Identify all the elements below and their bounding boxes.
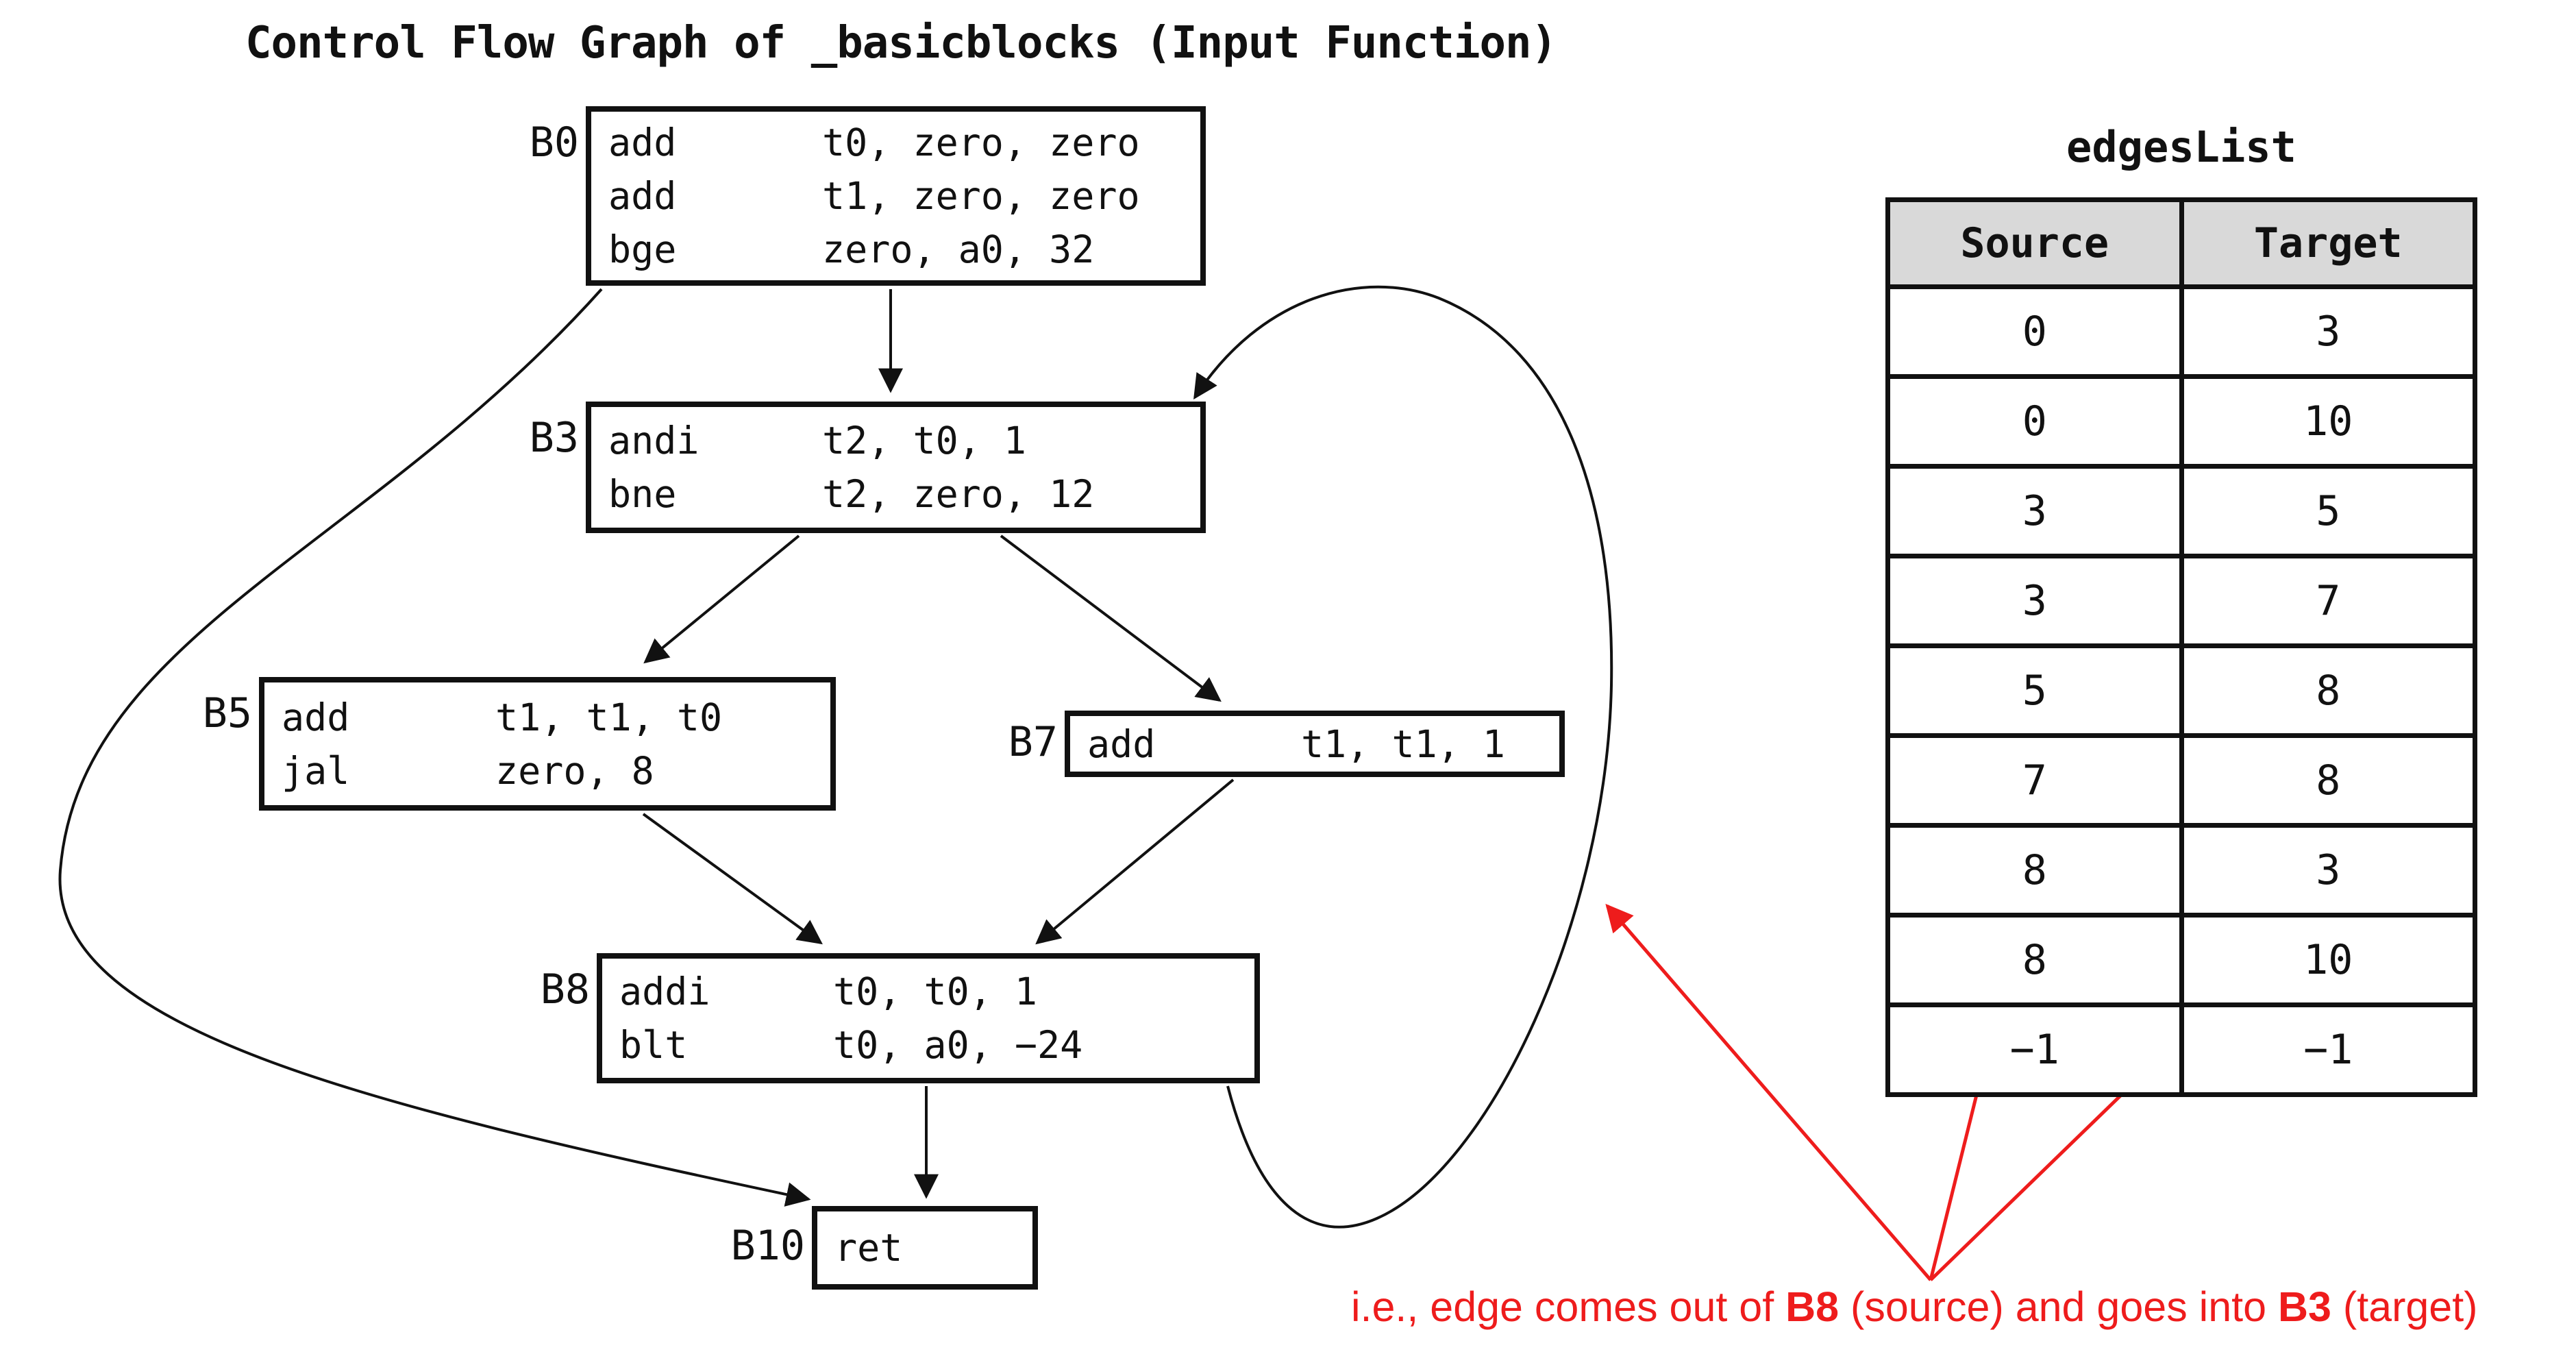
column-header-target: Target xyxy=(2179,197,2477,289)
block-instructions: andi t2, t0, 1 bne t2, zero, 12 xyxy=(608,414,1200,521)
edge-cell: 3 xyxy=(1885,554,2184,648)
instruction-mnemonic: bne xyxy=(608,472,677,516)
instruction-mnemonic: add xyxy=(608,174,677,218)
instruction-mnemonic: addi xyxy=(619,970,710,1013)
edge-cell: 3 xyxy=(2179,284,2477,379)
block-instructions: add t1, t1, 1 xyxy=(1087,717,1559,771)
instruction-mnemonic: add xyxy=(1087,722,1156,766)
edge-cell: 10 xyxy=(2179,374,2477,469)
edge-b3-b7 xyxy=(1000,534,1222,702)
instruction-operands: t1, t1, t0 xyxy=(495,695,723,739)
edge-cell: 8 xyxy=(2179,643,2477,738)
block-label: B10 xyxy=(730,1222,805,1270)
instruction-operands: t2, t0, 1 xyxy=(822,419,1027,463)
edge-b5-b8 xyxy=(642,813,823,945)
edge-cell: 0 xyxy=(1885,374,2184,469)
instruction-operands: t0, t0, 1 xyxy=(833,970,1038,1013)
edge-cell: 8 xyxy=(2179,733,2477,828)
edge-cell: 0 xyxy=(1885,284,2184,379)
instruction-mnemonic: blt xyxy=(619,1023,688,1067)
instruction-line: addi t0, t0, 1 xyxy=(619,965,1254,1018)
annotation-block-ref: B3 xyxy=(2277,1283,2331,1330)
annotation-segment: (source) and goes into xyxy=(1839,1283,2278,1330)
instruction-mnemonic: andi xyxy=(608,419,699,463)
basic-block-b10: B10 ret xyxy=(731,1206,1038,1290)
instruction-mnemonic: ret xyxy=(834,1226,903,1270)
instruction-mnemonic: jal xyxy=(282,748,350,793)
instruction-mnemonic: add xyxy=(608,121,677,164)
edges-table-title: edgesList xyxy=(2066,122,2296,172)
edge-b3-b5 xyxy=(643,534,800,664)
edge-cell: 8 xyxy=(1885,823,2184,918)
instruction-operands: t0, a0, −24 xyxy=(833,1023,1083,1067)
instruction-line: add t0, zero, zero xyxy=(608,116,1200,169)
edge-cell: 3 xyxy=(2179,823,2477,918)
instruction-operands: zero, a0, 32 xyxy=(822,227,1095,271)
basic-block-b8: B8 addi t0, t0, 1 blt t0, a0, −24 xyxy=(541,953,1260,1083)
edge-cell: −1 xyxy=(1885,1002,2184,1097)
block-label: B7 xyxy=(1008,717,1058,766)
instruction-operands: t2, zero, 12 xyxy=(822,472,1095,516)
instruction-line: add t1, t1, t0 xyxy=(282,691,830,744)
instruction-operands: zero, 8 xyxy=(495,748,654,793)
instruction-line: jal zero, 8 xyxy=(282,744,830,798)
edge-cell: 5 xyxy=(1885,643,2184,738)
callout-arrow-loop-edge xyxy=(1605,903,1932,1281)
edge-cell: 8 xyxy=(1885,913,2184,1007)
annotation-segment: (target) xyxy=(2331,1283,2478,1330)
basic-block-b3: B3 andi t2, t0, 1 bne t2, zero, 12 xyxy=(530,402,1206,533)
instruction-line: ret xyxy=(834,1221,1032,1275)
edge-b7-b8 xyxy=(1035,778,1235,945)
edge-row: −1−1 xyxy=(1885,1002,2477,1097)
instruction-line: bge zero, a0, 32 xyxy=(608,223,1200,276)
page-title: Control Flow Graph of _basicblocks (Inpu… xyxy=(245,18,1557,69)
block-instructions: add t1, t1, t0 jal zero, 8 xyxy=(282,691,830,798)
block-label: B5 xyxy=(202,689,252,737)
instruction-mnemonic: bge xyxy=(608,227,677,271)
column-header-source: Source xyxy=(1885,197,2184,289)
annotation-segment: i.e., edge comes out of xyxy=(1351,1283,1786,1330)
block-label: B8 xyxy=(540,965,590,1013)
instruction-line: bne t2, zero, 12 xyxy=(608,467,1200,521)
instruction-operands: t0, zero, zero xyxy=(822,121,1140,164)
instruction-line: add t1, t1, 1 xyxy=(1087,717,1559,771)
edge-cell: 3 xyxy=(1885,464,2184,558)
instruction-line: andi t2, t0, 1 xyxy=(608,414,1200,467)
block-instructions: ret xyxy=(834,1221,1032,1275)
edge-cell: −1 xyxy=(2179,1002,2477,1097)
instruction-line: blt t0, a0, −24 xyxy=(619,1018,1254,1072)
block-instructions: add t0, zero, zero add t1, zero, zero bge zer… xyxy=(608,116,1200,276)
edge-cell: 7 xyxy=(1885,733,2184,828)
edge-cell: 5 xyxy=(2179,464,2477,558)
block-label: B3 xyxy=(529,414,579,462)
block-instructions: addi t0, t0, 1 blt t0, a0, −24 xyxy=(619,965,1254,1072)
edges-table-header-row: Source Target xyxy=(1885,197,2477,289)
instruction-operands: t1, t1, 1 xyxy=(1301,722,1506,766)
annotation-text: i.e., edge comes out of B8 (source) and … xyxy=(1351,1283,2478,1331)
edge-cell: 7 xyxy=(2179,554,2477,648)
block-label: B0 xyxy=(529,119,579,167)
basic-block-b0: B0 add t0, zero, zero add t1, zero, zero bge… xyxy=(530,106,1206,286)
edge-cell: 10 xyxy=(2179,913,2477,1007)
basic-block-b5: B5 add t1, t1, t0 jal zero, 8 xyxy=(203,677,836,811)
instruction-operands: t1, zero, zero xyxy=(822,174,1140,218)
instruction-line: add t1, zero, zero xyxy=(608,169,1200,223)
annotation-block-ref: B8 xyxy=(1785,1283,1840,1330)
basic-block-b7: B7 add t1, t1, 1 xyxy=(1008,711,1565,777)
instruction-mnemonic: add xyxy=(282,695,350,739)
